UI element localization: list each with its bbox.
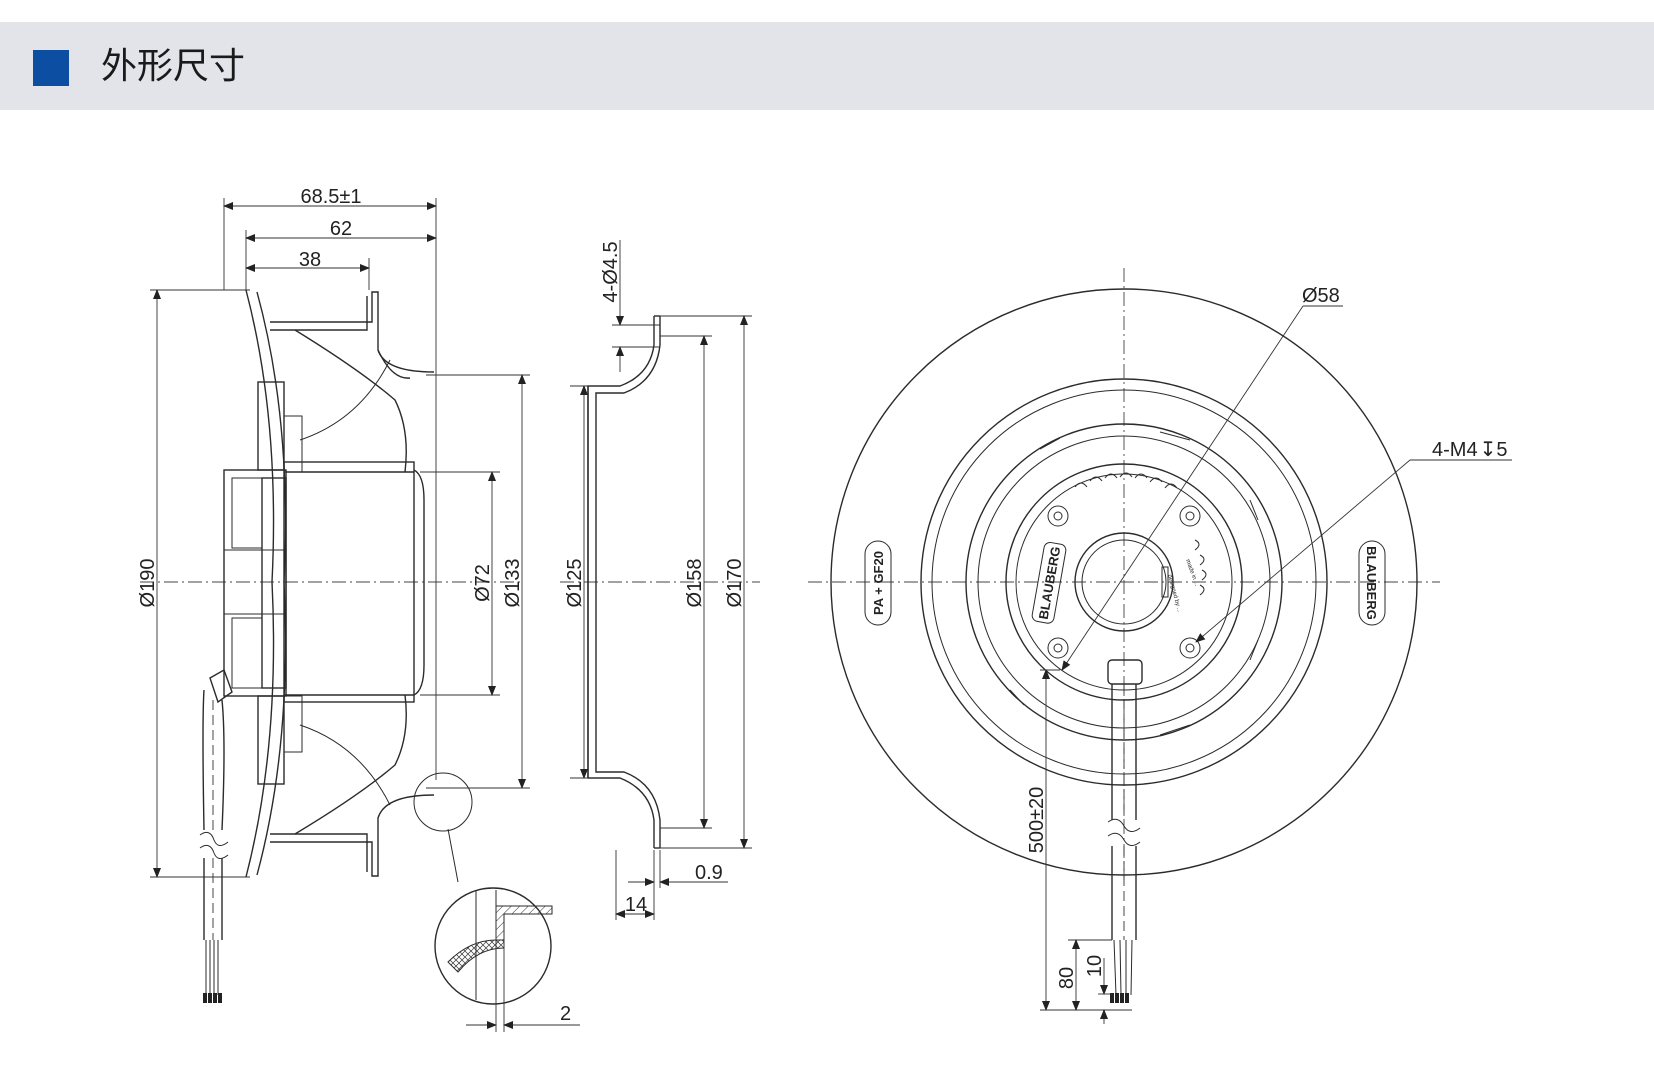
mount-hole-1 xyxy=(1047,505,1069,527)
mount-hole-2 xyxy=(1179,505,1201,527)
dim-cable-length: 500±20 xyxy=(1026,787,1048,854)
impeller-backplate xyxy=(245,289,275,878)
dim-ring-inner: Ø125 xyxy=(564,559,586,608)
dim-width-hub: 38 xyxy=(299,249,321,271)
motor-note-1: made in ... xyxy=(1184,559,1199,588)
header-band: 外形尺寸 xyxy=(0,22,1654,110)
dim-dia-impeller: Ø190 xyxy=(137,559,159,608)
dim-strip-length: 80 xyxy=(1056,967,1078,989)
hub-circle xyxy=(1074,532,1174,632)
dim-ring-depth: 14 xyxy=(625,894,647,916)
svg-text:PA + GF20: PA + GF20 xyxy=(871,551,886,615)
dim-ring-thickness: 0.9 xyxy=(695,862,723,884)
cable-gland xyxy=(1107,659,1143,685)
inlet-ring-view: 4-Ø4.5 Ø125 Ø158 Ø170 0.9 14 xyxy=(560,240,760,920)
svg-text:BLAUBERG: BLAUBERG xyxy=(1036,545,1064,620)
dim-ring-pitch: Ø158 xyxy=(684,559,706,608)
cooling-fins xyxy=(1074,472,1207,596)
dim-front-hub: Ø58 xyxy=(1302,285,1340,307)
dim-dia-motor: Ø72 xyxy=(472,564,494,602)
mount-hole-4 xyxy=(1179,637,1201,659)
motor-housing xyxy=(283,461,415,703)
mount-hole-3 xyxy=(1047,637,1069,659)
inlet-outer-circle xyxy=(920,378,1328,786)
dim-front-threads: 4-M4↧5 xyxy=(1432,439,1507,461)
detail-magnified-circle xyxy=(434,887,552,1005)
dim-detail-wall: 2 xyxy=(560,1003,571,1025)
motor-rotor-circle xyxy=(965,423,1283,741)
side-view: 68.5±1 62 38 Ø190 Ø72 Ø133 xyxy=(137,186,580,1032)
impeller-outer-circle xyxy=(830,288,1418,876)
motor-brand-label: BLAUBERG xyxy=(1031,541,1067,624)
svg-text:BLAUBERG: BLAUBERG xyxy=(1364,546,1379,620)
page-title: 外形尺寸 xyxy=(101,46,246,87)
detail-callout-circle xyxy=(413,772,473,832)
impeller-brand-label: BLAUBERG xyxy=(1358,540,1386,626)
front-view: BLAUBERG made in ... designed by ... PA … xyxy=(808,268,1512,1024)
material-label: PA + GF20 xyxy=(864,540,892,626)
dim-ring-outer: Ø170 xyxy=(724,559,746,608)
depth-symbol-icon: ↧ xyxy=(1480,439,1497,461)
dim-wire-end: 10 xyxy=(1084,955,1106,977)
dim-dia-inlet: Ø133 xyxy=(502,559,524,608)
dim-ring-holes: 4-Ø4.5 xyxy=(600,241,622,302)
dim-width-body: 62 xyxy=(330,218,352,240)
header-accent-square xyxy=(33,50,69,86)
connector-box xyxy=(223,469,287,697)
dim-width-overall: 68.5±1 xyxy=(300,186,361,208)
